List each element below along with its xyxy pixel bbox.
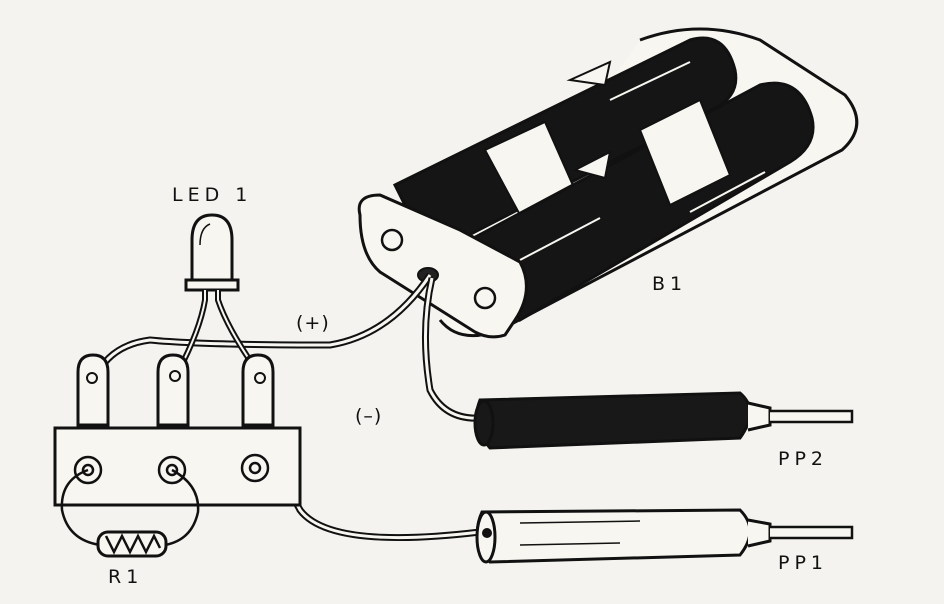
terminal-lug-1 xyxy=(76,353,110,427)
terminal-lug-2 xyxy=(156,353,190,427)
led-component xyxy=(175,213,263,377)
label-b1: B1 xyxy=(652,273,688,295)
label-positive: (+) xyxy=(296,312,330,334)
label-led1: LED 1 xyxy=(172,184,253,206)
battery-holder xyxy=(357,27,859,339)
terminal-lug-3 xyxy=(241,353,275,427)
label-pp1: PP1 xyxy=(778,552,829,574)
terminal-eyelets xyxy=(73,453,270,485)
battery-cell-rear xyxy=(392,36,738,258)
probe-pp1 xyxy=(475,508,854,564)
label-negative: (–) xyxy=(355,405,383,427)
label-pp2: PP2 xyxy=(778,448,829,470)
terminal-strip xyxy=(53,353,302,547)
battery-end-plate xyxy=(357,193,528,339)
resistor-r1 xyxy=(96,530,168,558)
battery-cell-front xyxy=(467,81,815,323)
probe-pp2 xyxy=(473,391,854,450)
label-r1: R1 xyxy=(108,566,144,588)
